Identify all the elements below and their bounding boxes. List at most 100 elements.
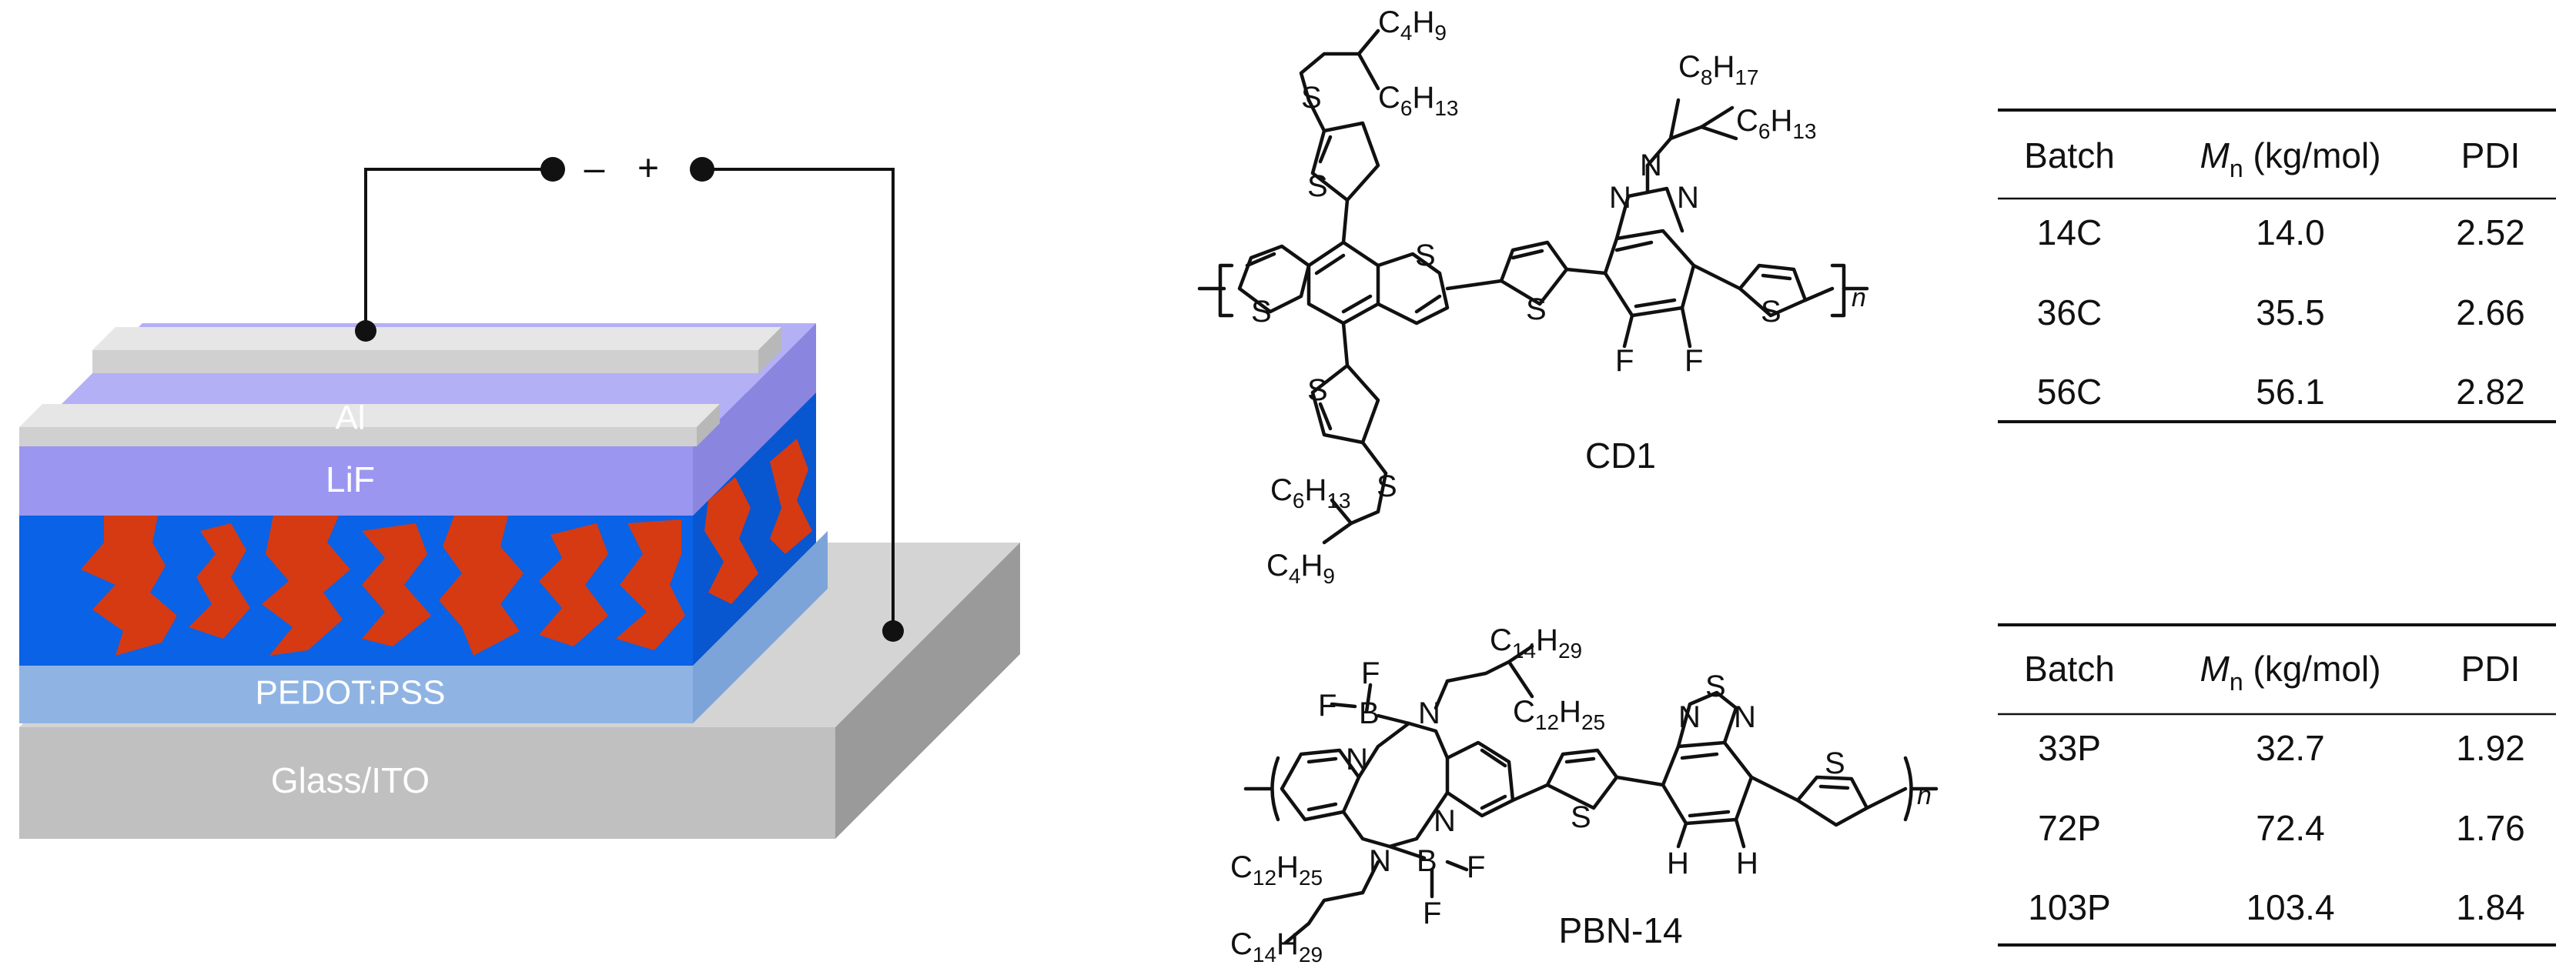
pbn14-n-btd-right: N bbox=[1734, 700, 1756, 734]
table2-header-pdi: PDI bbox=[2461, 649, 2521, 689]
cd1-bonds bbox=[1197, 28, 1869, 545]
pbn14-f-top-1: F bbox=[1361, 656, 1380, 690]
cd1-c4h9-bottom: C4H9 bbox=[1266, 549, 1335, 588]
table2-row2-pdi: 1.76 bbox=[2456, 808, 2525, 848]
lif-label: LiF bbox=[326, 459, 375, 499]
cd1-s-top-thio: S bbox=[1307, 169, 1328, 203]
pbn14-structure: N N N N B B F F F F S S N N H H S n C14H… bbox=[1230, 623, 1939, 967]
table2-row3-batch: 103P bbox=[2028, 887, 2110, 927]
table1-row1-pdi: 2.52 bbox=[2456, 212, 2525, 252]
table2-row1-pdi: 1.92 bbox=[2456, 728, 2525, 768]
cd1-s-term: S bbox=[1761, 295, 1781, 329]
table1-header-mn: Mn (kg/mol) bbox=[2200, 135, 2380, 182]
pbn14-n-amine-bottom: N bbox=[1369, 844, 1391, 878]
device-schematic: Glass/ITO PEDOT:PSS LiF bbox=[19, 149, 1020, 839]
cd1-f-left: F bbox=[1615, 344, 1634, 378]
cd1-s-mid: S bbox=[1526, 292, 1547, 326]
al-label: Al bbox=[335, 399, 365, 437]
table1-row3-pdi: 2.82 bbox=[2456, 372, 2525, 412]
table-pbn14-batches: Batch Mn (kg/mol) PDI 33P 32.7 1.92 72P … bbox=[1998, 623, 2556, 947]
pedot-pss-label: PEDOT:PSS bbox=[256, 674, 446, 712]
circuit-wiring bbox=[364, 168, 895, 631]
pbn14-n-pyr-right: N bbox=[1434, 804, 1456, 838]
positive-sign: + bbox=[637, 149, 659, 189]
pbn14-repeat-n: n bbox=[1917, 781, 1932, 810]
table1-row1-mn: 14.0 bbox=[2256, 212, 2325, 252]
anode-contact-dot bbox=[882, 620, 904, 642]
pbn14-s-term: S bbox=[1825, 746, 1845, 780]
table1-row2-pdi: 2.66 bbox=[2456, 292, 2525, 332]
table2-row2-mn: 72.4 bbox=[2256, 808, 2325, 848]
cd1-s-right: S bbox=[1415, 239, 1436, 272]
cd1-n-top: N bbox=[1640, 149, 1662, 182]
cd1-atom-labels: S S S S S S S S N N N F F n C4H9 C6H13 C… bbox=[1251, 5, 1866, 588]
lif-front bbox=[19, 446, 693, 516]
table-cd1-batches: Batch Mn (kg/mol) PDI 14C 14.0 2.52 36C … bbox=[1998, 109, 2556, 423]
pbn14-c14h29-top: C14H29 bbox=[1490, 623, 1582, 663]
pbn14-bonds bbox=[1243, 644, 1939, 945]
cd1-repeat-n: n bbox=[1852, 283, 1866, 312]
pbn14-s-btd: S bbox=[1705, 669, 1726, 703]
lif-right bbox=[693, 323, 816, 516]
pbn14-c14h29-bottom: C14H29 bbox=[1230, 927, 1323, 967]
cd1-structure: S S S S S S S S N N N F F n C4H9 C6H13 C… bbox=[1197, 5, 1869, 588]
table1-row2-mn: 35.5 bbox=[2256, 292, 2325, 332]
table2-row3-mn: 103.4 bbox=[2246, 887, 2334, 927]
cd1-s-bot-thio: S bbox=[1307, 373, 1328, 407]
al-back-top bbox=[92, 327, 781, 350]
cd1-c6h13-right: C6H13 bbox=[1736, 104, 1817, 143]
pbn14-h-left: H bbox=[1667, 846, 1689, 880]
pbn14-b-top: B bbox=[1359, 696, 1380, 730]
cd1-s-left: S bbox=[1251, 295, 1272, 329]
cd1-c6h13-top: C6H13 bbox=[1378, 81, 1459, 120]
table1-header-batch: Batch bbox=[2024, 135, 2115, 175]
pbn14-f-bottom-2: F bbox=[1423, 897, 1441, 930]
cd1-s-bot-thioether: S bbox=[1377, 469, 1397, 503]
glass-ito-label: Glass/ITO bbox=[271, 760, 430, 800]
pbn14-c12h25-top: C12H25 bbox=[1513, 695, 1605, 734]
pbn14-c12h25-bottom: C12H25 bbox=[1230, 850, 1323, 890]
al-front-top bbox=[19, 404, 720, 427]
cd1-c4h9-top: C4H9 bbox=[1378, 5, 1447, 45]
glass-front bbox=[19, 727, 835, 839]
negative-terminal-dot bbox=[540, 157, 565, 182]
table2-header-batch: Batch bbox=[2024, 649, 2115, 689]
table2-row3-pdi: 1.84 bbox=[2456, 887, 2525, 927]
cd1-name: CD1 bbox=[1585, 436, 1656, 476]
pbn14-n-amine-top: N bbox=[1418, 696, 1440, 730]
pbn14-atom-labels: N N N N B B F F F F S S N N H H S n C14H… bbox=[1230, 623, 1932, 967]
positive-terminal-dot bbox=[690, 157, 714, 182]
table1-row1-batch: 14C bbox=[2037, 212, 2102, 252]
cd1-n-right: N bbox=[1677, 181, 1699, 215]
cd1-s-top-thioether: S bbox=[1301, 81, 1322, 115]
cathode-contact-dot bbox=[355, 320, 376, 342]
table2-row2-batch: 72P bbox=[2038, 808, 2101, 848]
table2-header-mn: Mn (kg/mol) bbox=[2200, 649, 2380, 696]
al-back-front bbox=[92, 350, 758, 373]
pbn14-f-bottom-1: F bbox=[1467, 850, 1485, 884]
cd1-c8h17: C8H17 bbox=[1678, 50, 1759, 89]
table1-row3-mn: 56.1 bbox=[2256, 372, 2325, 412]
donor-domains bbox=[81, 439, 812, 656]
table1-row2-batch: 36C bbox=[2037, 292, 2102, 332]
al-back-right bbox=[758, 327, 781, 373]
table2-row1-mn: 32.7 bbox=[2256, 728, 2325, 768]
table1-row3-batch: 56C bbox=[2037, 372, 2102, 412]
table1-header-pdi: PDI bbox=[2461, 135, 2521, 175]
cd1-c6h13-bottom: C6H13 bbox=[1270, 473, 1351, 513]
pedot-front bbox=[19, 666, 693, 723]
pbn14-f-top-2: F bbox=[1318, 689, 1337, 723]
cd1-n-left: N bbox=[1609, 181, 1631, 215]
negative-sign: – bbox=[584, 149, 605, 189]
pbn14-h-right: H bbox=[1736, 846, 1758, 880]
pedot-right bbox=[693, 531, 828, 723]
table2-row1-batch: 33P bbox=[2038, 728, 2101, 768]
pbn14-b-bottom: B bbox=[1417, 844, 1437, 878]
pbn14-n-pyr-left: N bbox=[1346, 743, 1368, 776]
cd1-f-right: F bbox=[1684, 344, 1703, 378]
al-front-front bbox=[19, 427, 697, 446]
al-front-right bbox=[697, 404, 720, 446]
glass-right bbox=[835, 543, 1020, 839]
pbn14-s-thio: S bbox=[1571, 800, 1591, 834]
